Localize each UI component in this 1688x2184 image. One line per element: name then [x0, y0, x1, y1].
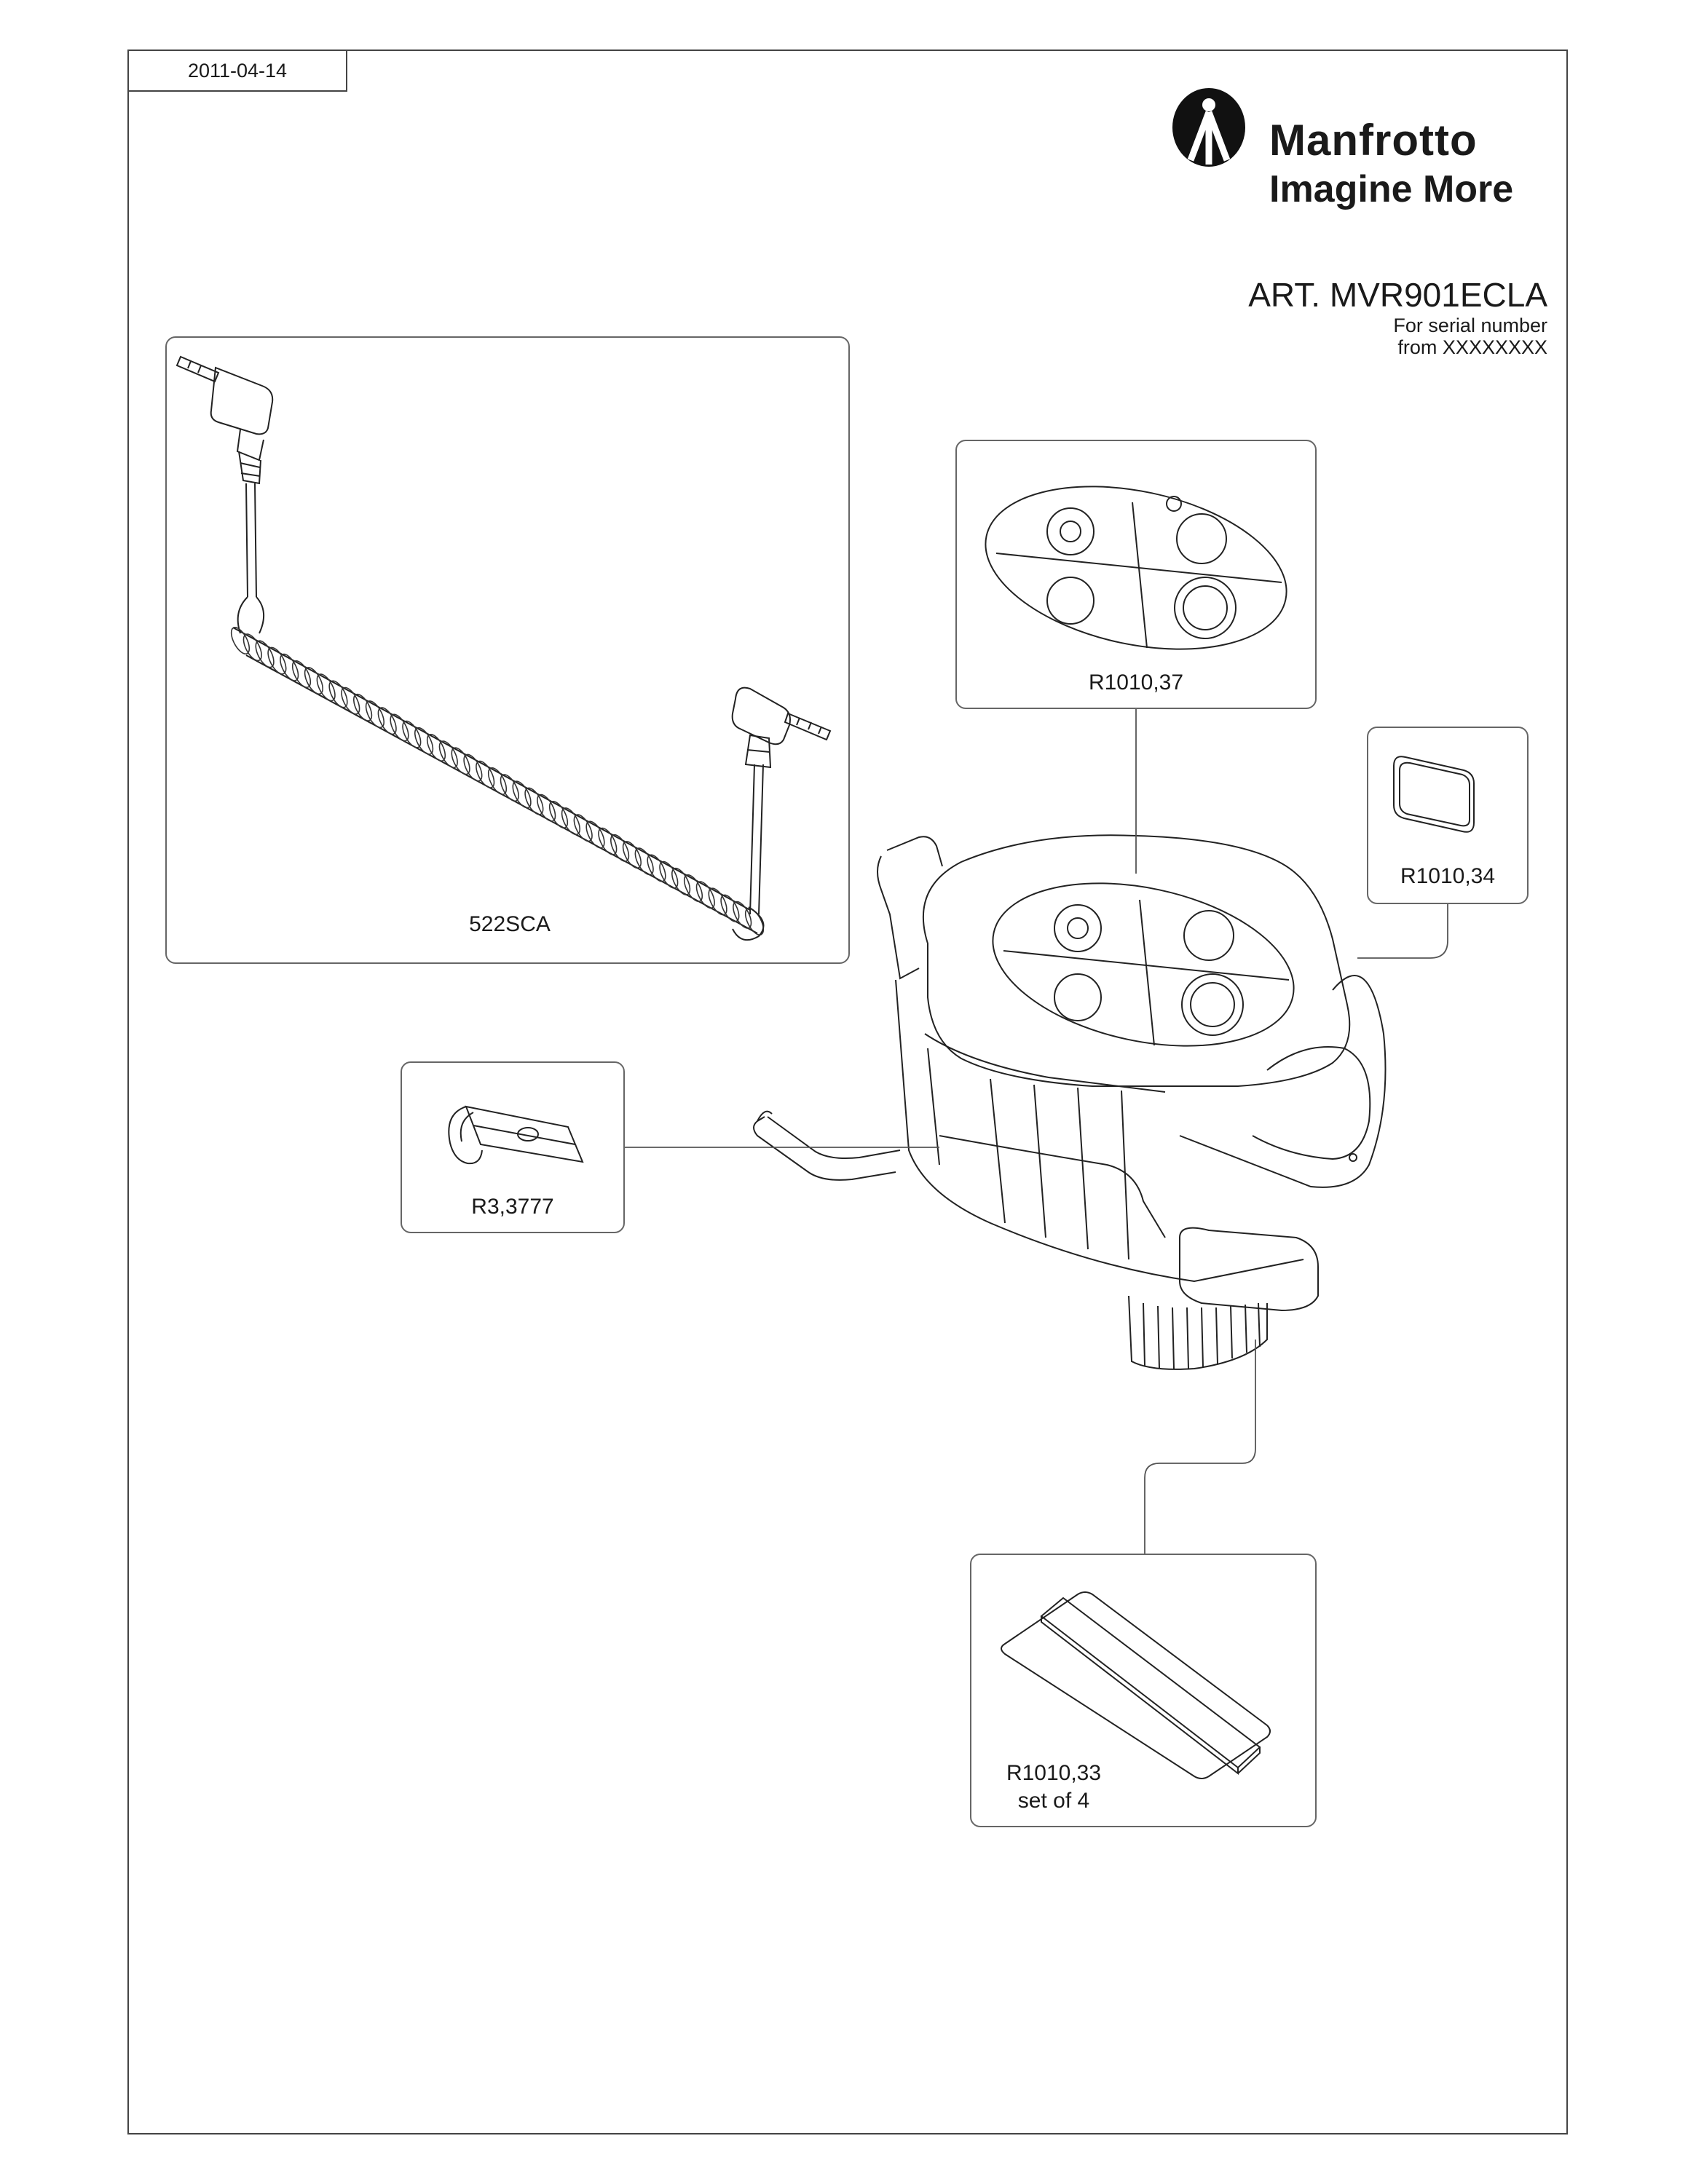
coil-ring — [387, 712, 412, 744]
coil-ring — [497, 772, 522, 804]
coil-ring — [289, 658, 315, 690]
coil-ring — [485, 765, 510, 797]
small-pad-drawing — [1394, 756, 1474, 832]
coil-ring — [473, 759, 498, 791]
coil-ring — [742, 906, 768, 938]
coil-ring — [509, 779, 535, 811]
panel-pad-small — [1367, 727, 1529, 904]
coiled-cable-drawing — [177, 357, 830, 940]
coil-ring — [607, 832, 633, 864]
tripod-logo-icon — [1172, 88, 1245, 167]
coil-ring — [559, 805, 584, 837]
panel-cable — [165, 336, 850, 964]
part-code-r1010-37: R1010,37 — [1088, 670, 1184, 695]
keypad-drawing — [971, 462, 1301, 675]
coil-ring — [374, 705, 400, 737]
coil-ring — [460, 752, 486, 784]
coil-ring — [338, 685, 363, 717]
coil-ring — [693, 879, 718, 911]
coil-ring — [363, 698, 388, 730]
coil-ring — [681, 872, 706, 904]
coil-ring — [277, 652, 302, 684]
leader-lines — [625, 709, 1448, 1554]
serial-line-2: from XXXXXXXX — [1397, 336, 1547, 358]
coil-ring — [730, 899, 755, 931]
part-code-r1010-33: R1010,33 — [1006, 1761, 1102, 1785]
coil-ring — [595, 826, 620, 858]
article-block: ART. MVR901ECLA For serial number from X… — [1248, 275, 1547, 358]
coil-ring — [570, 812, 596, 844]
part-code-522sca: 522SCA — [469, 912, 551, 936]
coil-ring — [705, 886, 730, 918]
brand-name: Manfrotto — [1269, 116, 1478, 165]
pad-strip-drawing — [1001, 1592, 1270, 1779]
coil-ring — [313, 671, 339, 703]
panel-keypad — [955, 440, 1317, 709]
coil-ring — [435, 738, 461, 770]
coil-ring — [631, 845, 657, 877]
coil-ring — [424, 732, 449, 764]
part-code-r3-3777: R3,3777 — [471, 1195, 554, 1219]
coil-ring — [350, 692, 376, 724]
coil-ring — [301, 665, 327, 697]
part-code-r1010-34: R1010,34 — [1400, 864, 1496, 888]
coil-ring — [656, 859, 682, 891]
coil-ring — [546, 799, 572, 831]
coil-ring — [534, 792, 559, 824]
coil-ring — [620, 839, 645, 871]
coil-ring — [669, 866, 694, 898]
serial-line-1: For serial number — [1393, 314, 1547, 336]
article-title: ART. MVR901ECLA — [1248, 276, 1547, 314]
coil-ring — [717, 893, 743, 925]
coil-ring — [240, 631, 265, 663]
date-text: 2011-04-14 — [187, 59, 288, 82]
coil-ring — [521, 786, 547, 818]
coil-ring — [583, 819, 608, 851]
coil-ring — [252, 638, 277, 670]
coil-ring — [228, 625, 253, 657]
remote-body-drawing — [754, 835, 1386, 1369]
coil-ring — [411, 725, 437, 757]
brand-tagline: Imagine More — [1269, 168, 1514, 210]
drawing-frame — [127, 50, 1568, 2134]
clip-drawing — [449, 1107, 583, 1163]
panel-pad-strip — [970, 1554, 1317, 1827]
coil-ring — [264, 645, 290, 677]
coil-ring — [399, 719, 425, 751]
coil-ring — [326, 678, 351, 711]
panel-clip — [401, 1061, 625, 1233]
brand-block: Manfrotto Imagine More — [1169, 87, 1547, 226]
coil-ring — [644, 852, 669, 885]
part-note-set-of-4: set of 4 — [1017, 1789, 1090, 1813]
date-box: 2011-04-14 — [127, 50, 347, 92]
coil-ring — [448, 745, 473, 778]
